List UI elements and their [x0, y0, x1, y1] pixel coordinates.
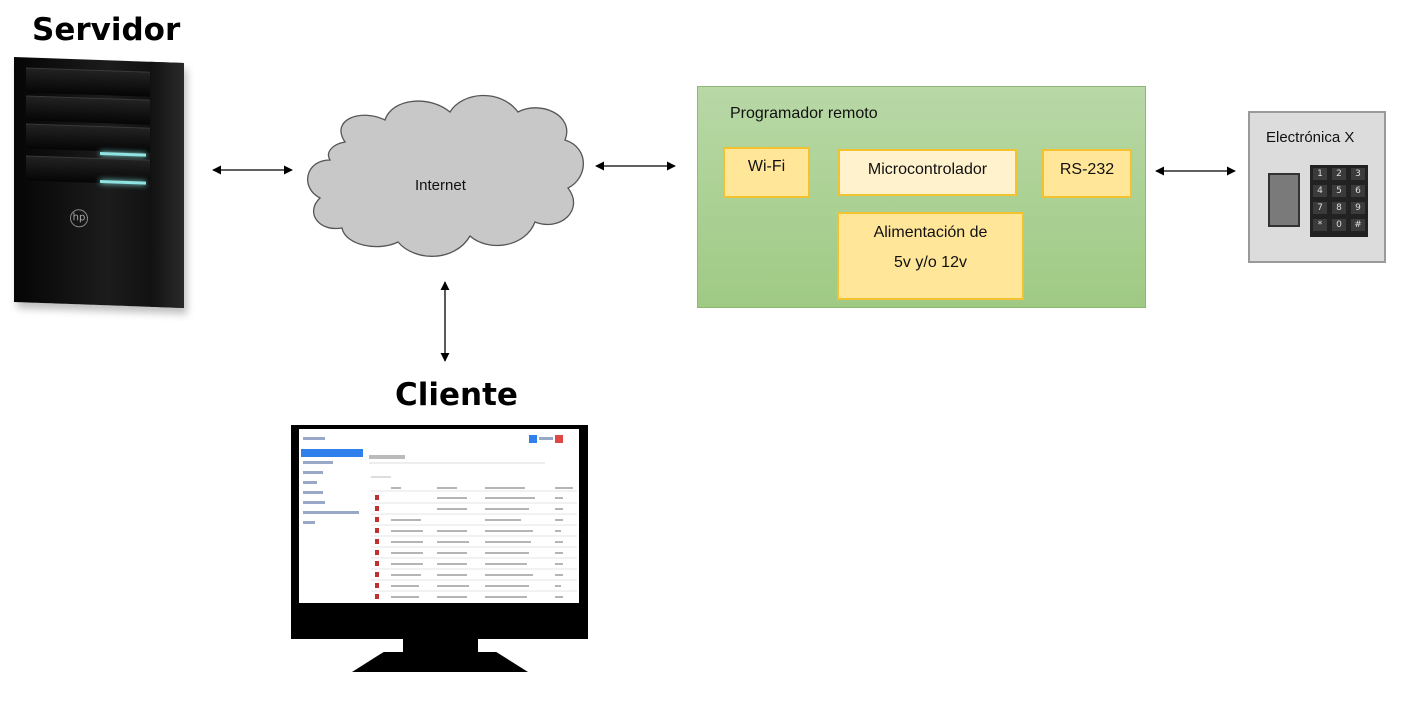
alimentacion-label: Alimentación de [873, 224, 988, 241]
monitor-stand-neck [403, 639, 478, 655]
card-reader-icon [1268, 173, 1300, 227]
keypad-key: 2 [1332, 168, 1346, 180]
alimentacion-box: Alimentación de 5v y/o 12v [837, 212, 1024, 300]
rs232-label: RS-232 [1059, 161, 1115, 178]
cliente-label: Cliente [395, 377, 518, 413]
client-monitor-image [291, 425, 588, 639]
internet-label: Internet [415, 177, 466, 194]
electronica-label: Electrónica X [1266, 129, 1355, 146]
voltage-label: 5v y/o 12v [894, 254, 967, 271]
monitor-screen-app-thumbnail [299, 429, 579, 603]
microcontrolador-label: Microcontrolador [867, 161, 988, 178]
keypad-key: 4 [1313, 185, 1327, 197]
internet-cloud-shape [307, 94, 584, 257]
keypad-key: 0 [1332, 219, 1346, 231]
programador-remoto-panel: Programador remoto Wi-Fi Microcontrolado… [697, 86, 1146, 308]
keypad-key: 7 [1313, 202, 1327, 214]
keypad-key: 9 [1351, 202, 1365, 214]
keypad-key: * [1313, 219, 1327, 231]
keypad-key: 5 [1332, 185, 1346, 197]
keypad-key: # [1351, 219, 1365, 231]
keypad-key: 8 [1332, 202, 1346, 214]
keypad-key: 1 [1313, 168, 1327, 180]
keypad-key: 6 [1351, 185, 1365, 197]
monitor-stand-base [352, 652, 528, 672]
wifi-label: Wi-Fi [747, 158, 786, 175]
rs232-box: RS-232 [1042, 149, 1132, 198]
microcontrolador-box: Microcontrolador [838, 149, 1017, 196]
keypad-icon: 1 2 3 4 5 6 7 8 9 * 0 # [1310, 165, 1368, 237]
servidor-label: Servidor [32, 12, 181, 48]
keypad-key: 3 [1351, 168, 1365, 180]
programador-title: Programador remoto [730, 105, 878, 122]
electronica-x-box: Electrónica X 1 2 3 4 5 6 7 8 9 * 0 # [1248, 111, 1386, 263]
wifi-box: Wi-Fi [723, 147, 810, 198]
